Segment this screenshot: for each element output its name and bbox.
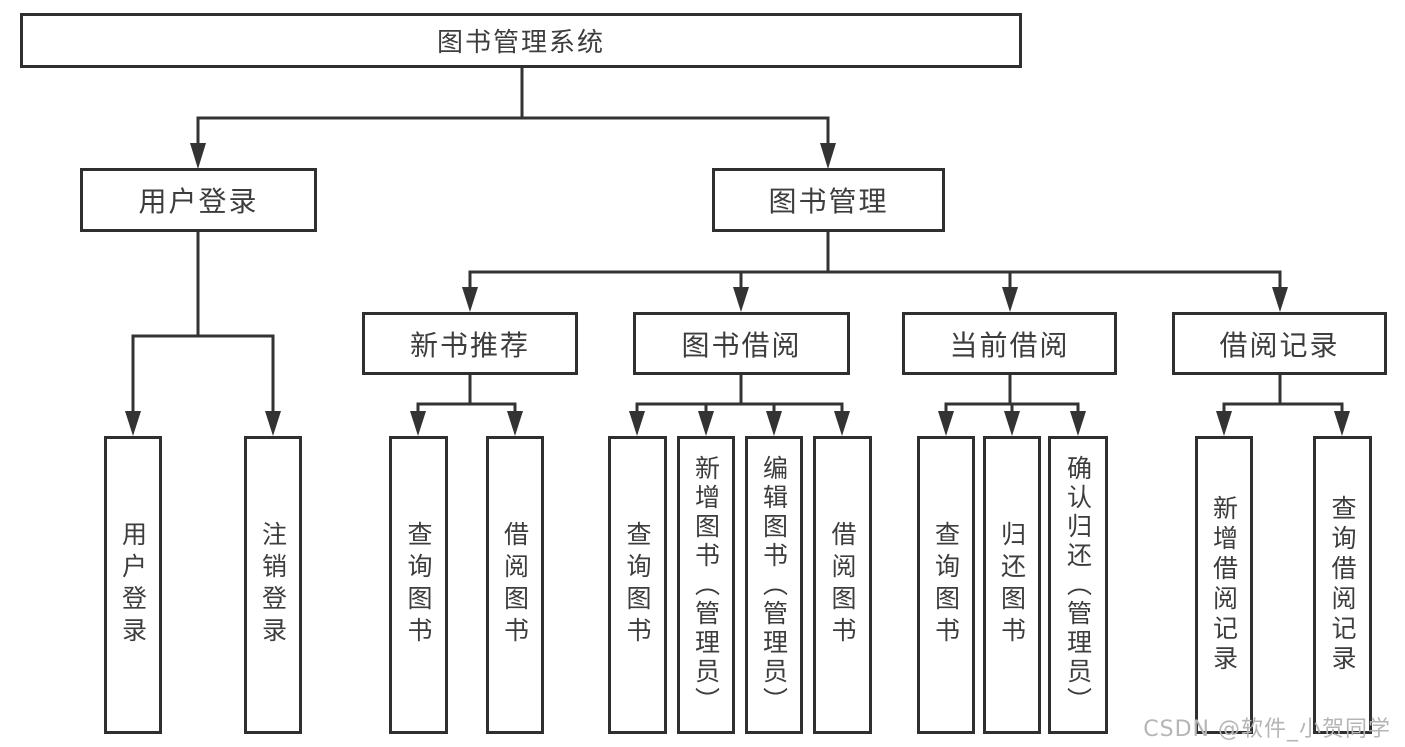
leaf-borrow-books: 借阅图书 [813,436,872,734]
leaf-label: 查询图书 [931,521,961,649]
leaf-borrow-query-books: 查询图书 [608,436,667,734]
node-library-management-system: 图书管理系统 [20,13,1022,68]
leaf-label: 查询图书 [404,521,433,649]
node-book-borrow: 图书借阅 [633,312,850,375]
leaf-edit-books-admin: 编辑图书（管理员） [745,436,803,734]
node-label: 借阅记录 [1219,328,1340,362]
leaf-label: 确认归还（管理员） [1063,454,1093,716]
leaf-label: 借阅图书 [500,521,530,649]
leaf-label: 用户登录 [118,521,148,649]
node-label: 图书借阅 [681,328,802,362]
leaf-label: 归还图书 [997,521,1027,649]
leaf-current-query-books: 查询图书 [917,436,975,734]
node-borrow-records: 借阅记录 [1172,312,1387,375]
leaf-label: 借阅图书 [828,521,857,649]
node-new-book-recommend: 新书推荐 [362,312,578,375]
node-current-borrow: 当前借阅 [902,312,1117,375]
node-label: 当前借阅 [949,328,1070,362]
leaf-logout-login: 注销登录 [244,436,302,734]
leaf-query-borrow-record: 查询借阅记录 [1313,436,1372,734]
csdn-watermark: CSDN @软件_小贺同学 [1143,717,1391,742]
node-book-management: 图书管理 [712,168,945,232]
node-label: 新书推荐 [409,328,530,362]
leaf-add-books-admin: 新增图书（管理员） [677,436,735,734]
leaf-recommend-borrow-books: 借阅图书 [486,436,544,734]
leaf-return-books: 归还图书 [983,436,1041,734]
leaf-recommend-query-books: 查询图书 [389,436,448,734]
leaf-label: 新增借阅记录 [1209,495,1239,675]
leaf-label: 编辑图书（管理员） [759,454,789,716]
node-label: 图书管理系统 [436,28,605,58]
leaf-label: 查询借阅记录 [1328,495,1357,675]
leaf-add-borrow-record: 新增借阅记录 [1195,436,1253,734]
node-label: 图书管理 [768,185,889,218]
leaf-label: 查询图书 [623,521,652,649]
leaf-label: 新增图书（管理员） [691,454,721,716]
leaf-user-login: 用户登录 [104,436,162,734]
node-user-login: 用户登录 [80,168,317,232]
leaf-confirm-return-admin: 确认归还（管理员） [1048,436,1108,734]
leaf-label: 注销登录 [258,521,288,649]
node-label: 用户登录 [138,185,259,218]
